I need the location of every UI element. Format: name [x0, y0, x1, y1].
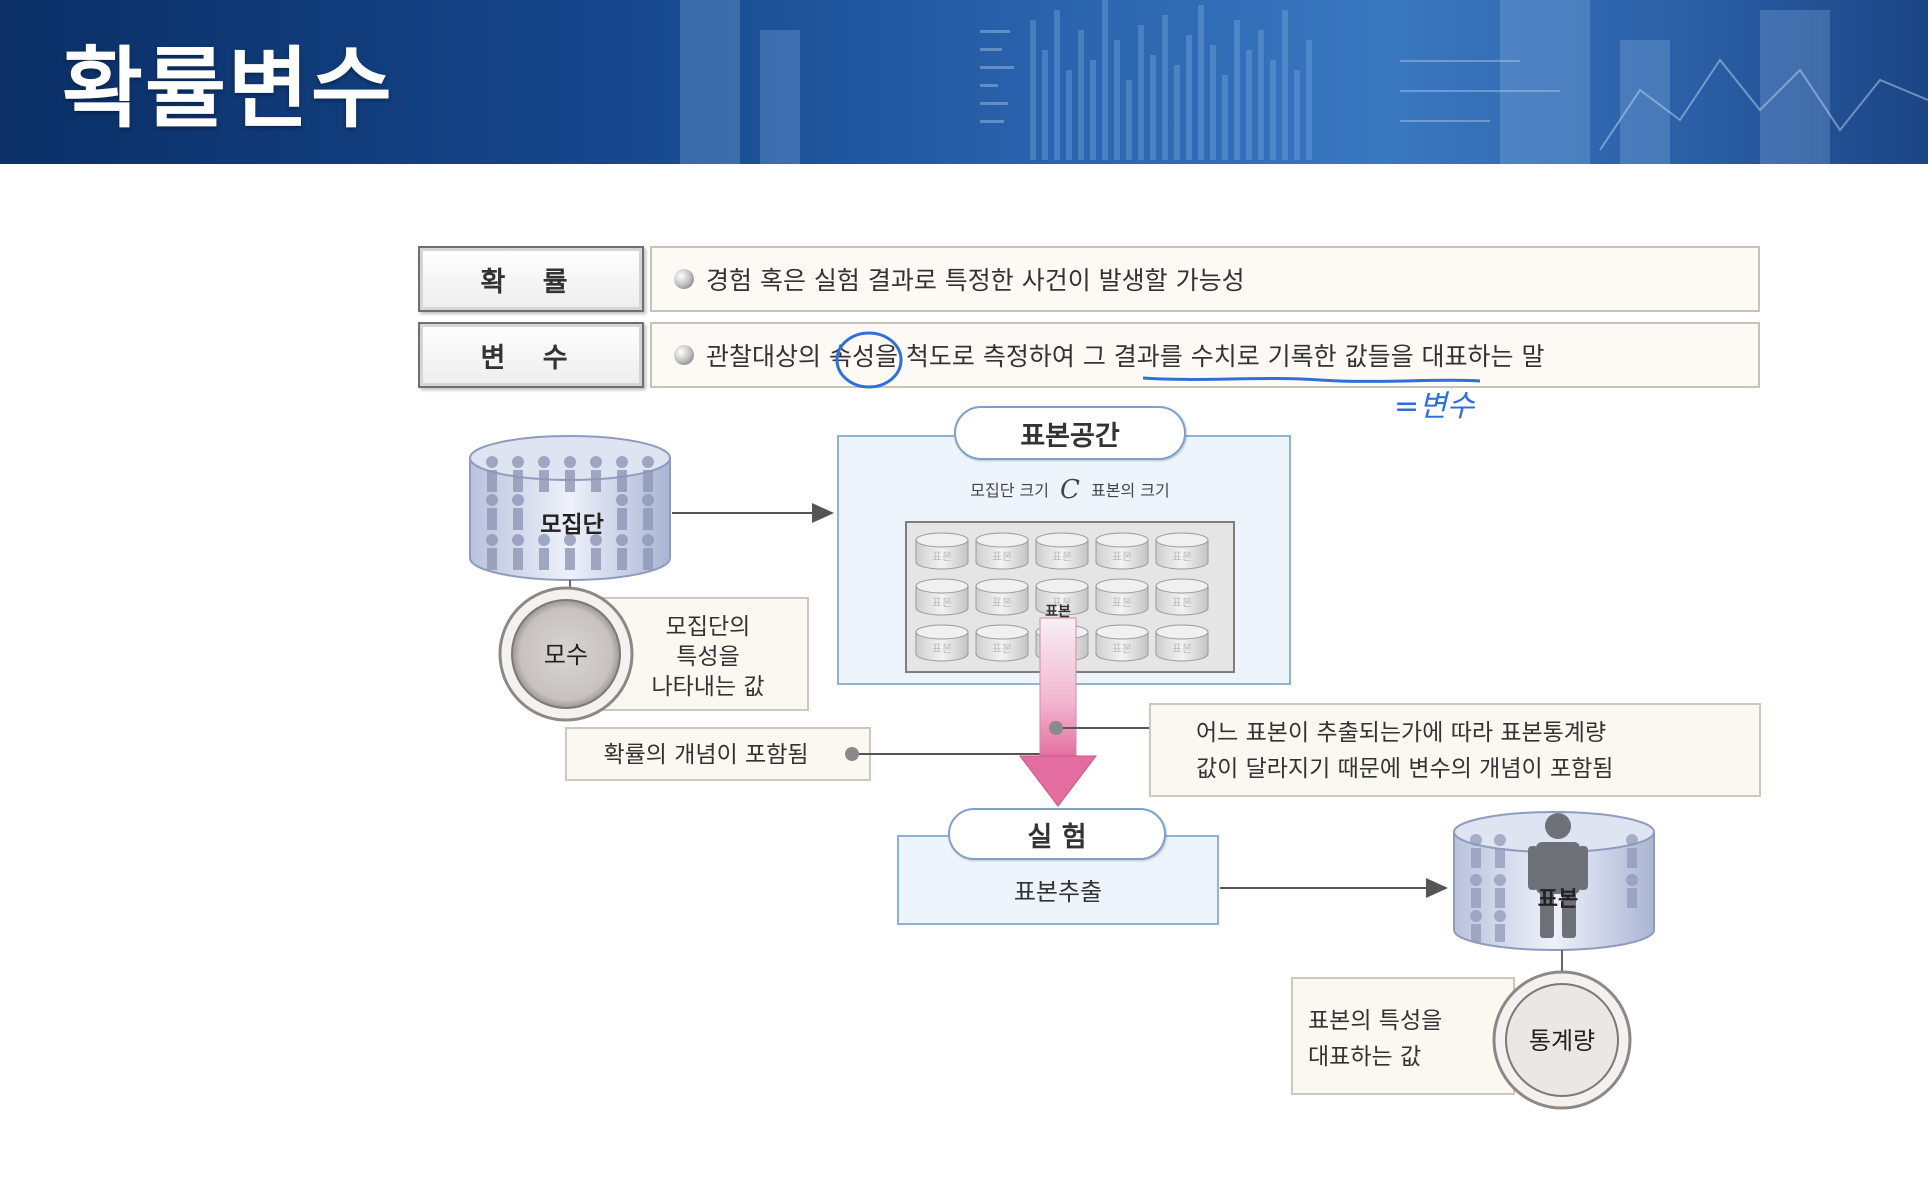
experiment-title: 실 험 [948, 808, 1166, 860]
sample-grid-cell-label: 표본 [1112, 642, 1132, 655]
sample-space-title: 표본공간 [954, 406, 1186, 460]
sample-grid-cell: 표본 [1156, 625, 1208, 661]
parameter-description-line-2: 특성을 [676, 644, 739, 670]
sample-grid-cell-label: 표본 [1172, 596, 1192, 609]
parameter-label: 모수 [544, 641, 588, 669]
sample-grid-cell: 표본 [1156, 533, 1208, 569]
statistic-disc: 통계량 [1494, 972, 1630, 1108]
sample-grid-cell-label: 표본 [992, 550, 1012, 563]
connector-dot [1049, 721, 1063, 735]
sample-grid-cell: 표본 [1036, 533, 1088, 569]
connector-dot [845, 747, 859, 761]
sample-grid-cell-label: 표본 [1112, 596, 1132, 609]
sample-grid-cell: 표본 [1156, 579, 1208, 615]
sample-grid-cell-label: 표본 [932, 550, 952, 563]
sample-grid-cell-label: 표본 [1112, 550, 1132, 563]
variable-note-box [1150, 704, 1760, 796]
parameter-description-line-3: 나타내는 값 [651, 674, 764, 700]
sample-grid-cell: 표본 [916, 625, 968, 661]
sample-grid-cell: 표본 [1096, 625, 1148, 661]
sample-grid-cell-label: 표본 [1052, 550, 1072, 563]
sample-grid-cell: 표본 [916, 579, 968, 615]
sample-grid-cell: 표본 [1096, 579, 1148, 615]
parameter-disc: 모수 [500, 588, 632, 720]
sample-grid-cell-label: 표본 [992, 642, 1012, 655]
statistic-description-line-2: 대표하는 값 [1308, 1044, 1421, 1070]
sample-label: 표본 [1538, 887, 1578, 912]
probability-note-text: 확률의 개념이 포함됨 [603, 742, 808, 768]
parameter-description-line-1: 모집단의 [666, 614, 751, 640]
sample-grid-cell: 표본 [976, 533, 1028, 569]
sample-grid-cell-label: 표본 [932, 642, 952, 655]
sample-grid-cell: 표본 [976, 579, 1028, 615]
sample-cylinder: 표본 [1454, 812, 1654, 950]
sample-grid-cell: 표본 [1096, 533, 1148, 569]
statistic-callout-box [1292, 978, 1514, 1094]
variable-note-line-2: 값이 달라지기 때문에 변수의 개념이 포함됨 [1196, 756, 1613, 782]
sample-grid-cell: 표본 [916, 533, 968, 569]
experiment-body: 표본추출 [1014, 878, 1102, 906]
statistic-description-line-1: 표본의 특성을 [1308, 1008, 1442, 1034]
sample-grid-cell-label: 표본 [1172, 550, 1192, 563]
sample-grid-cell: 표본 [976, 625, 1028, 661]
sample-grid-cell-label: 표본 [932, 596, 952, 609]
variable-note-line-1: 어느 표본이 추출되는가에 따라 표본통계량 [1196, 720, 1606, 746]
statistic-label: 통계량 [1529, 1027, 1595, 1055]
sample-grid-cell-label: 표본 [1172, 642, 1192, 655]
population-label: 모집단 [540, 512, 603, 538]
population-cylinder: 모집단 [470, 436, 670, 580]
sample-grid-cell-label: 표본 [992, 596, 1012, 609]
